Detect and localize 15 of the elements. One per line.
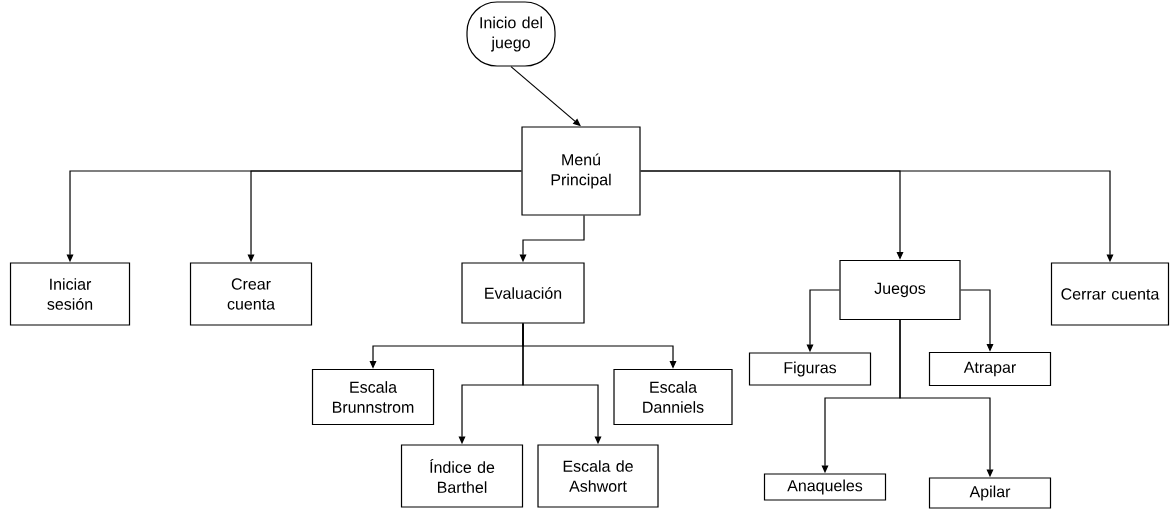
process-box: Iniciar sesión [9, 262, 131, 326]
process-box: Crear cuenta [189, 262, 313, 326]
process-box: Índice de Barthel [400, 444, 524, 508]
process-box: Cerrar cuenta [1050, 262, 1170, 326]
process-box: Escala Danniels [613, 368, 733, 426]
process-box: Escala Brunnstrom [311, 368, 435, 426]
process-box: Atrapar [928, 351, 1052, 387]
process-box: Escala de Ashwort [537, 444, 659, 508]
process-box: Juegos [839, 259, 961, 321]
process-box: Menú Principal [521, 126, 641, 216]
process-box: Figuras [748, 352, 872, 386]
process-box: Apilar [928, 477, 1052, 509]
process-box: Anaqueles [763, 473, 887, 501]
start-terminal: Inicio del juego [466, 1, 556, 67]
process-box: Evaluación [461, 262, 585, 324]
